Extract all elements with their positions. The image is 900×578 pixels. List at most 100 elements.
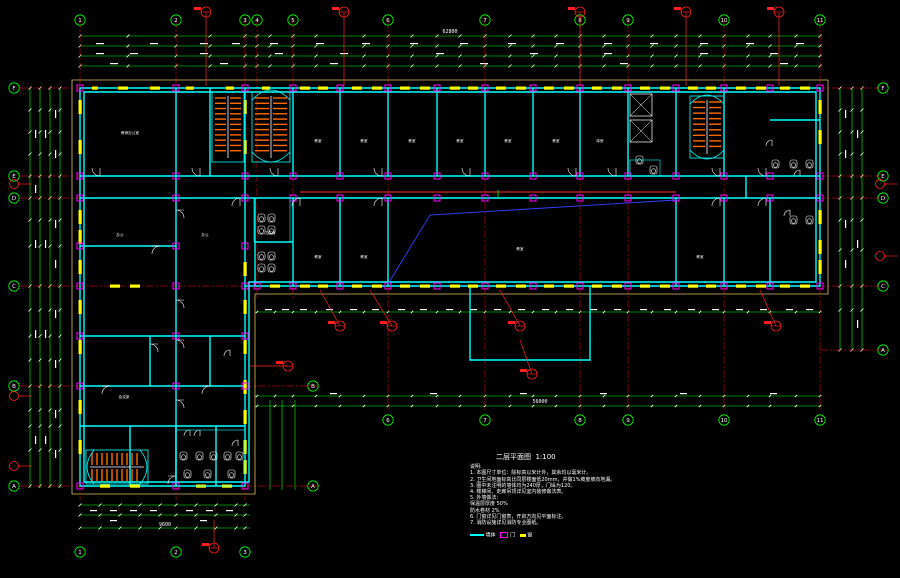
axis-bubble-right-F: F [877, 82, 889, 94]
callout-2 [499, 289, 526, 332]
walls [79, 87, 821, 487]
svg-text:6: 6 [386, 418, 390, 424]
axis-bubble-left-F: F [8, 82, 20, 94]
room-label: 会议室 [119, 394, 130, 399]
callout-5 [759, 289, 782, 332]
stair [251, 91, 291, 163]
room-label: 教室 [314, 138, 322, 143]
svg-text:C: C [12, 284, 16, 290]
svg-text:D: D [12, 196, 16, 202]
axis-bubble-left-B: B [8, 380, 20, 392]
axis-bubbles: 123456789101112367891011FEDCBAFEDCABA [8, 14, 889, 558]
callout-top-0 [194, 6, 212, 86]
axis-bubble-bottom-11: 11 [814, 414, 826, 426]
svg-text:7: 7 [483, 18, 487, 24]
columns [76, 84, 824, 490]
svg-text:2: 2 [174, 18, 178, 24]
svg-text:E: E [881, 174, 885, 180]
room-label: 办公 [201, 232, 209, 237]
axis-bubble-left-E: E [8, 170, 20, 182]
svg-text:9: 9 [626, 18, 630, 24]
room-label: 教室 [360, 254, 368, 259]
room-label: 教室 [504, 138, 512, 143]
room-label: 教室 [456, 138, 464, 143]
wing-dimension: 9600 [159, 522, 171, 528]
note-line: 6. 门窗详见门窗表，开启方向见平面标注。 [470, 513, 567, 520]
svg-text:F: F [881, 86, 884, 92]
axis-bubble-right-A: A [877, 344, 889, 356]
svg-text:6: 6 [386, 18, 390, 24]
axis-bubble-top-1: 1 [74, 14, 86, 26]
svg-text:C: C [881, 284, 885, 290]
svg-text:9: 9 [626, 418, 630, 424]
axis-bubble-top-5: 5 [287, 14, 299, 26]
axis-bubble-bottom-1: 1 [74, 546, 86, 558]
room-label: 教室 [314, 254, 322, 259]
room-label: 教室 [696, 254, 704, 259]
svg-text:A: A [881, 348, 885, 354]
axis-bubble-right-D: D [877, 192, 889, 204]
svg-text:10: 10 [721, 418, 728, 424]
callout-top-1 [332, 6, 350, 86]
notes-heading: 说明: [470, 464, 482, 471]
axis-bubble-top-11: 11 [814, 14, 826, 26]
overall-dimension-bottom: 56000 [532, 399, 547, 405]
doors [91, 139, 801, 485]
axis-bubble-top-2: 2 [170, 14, 182, 26]
toilet-fixtures [175, 155, 821, 487]
axis-bubble-bottom-3: 3 [239, 546, 251, 558]
note-line: 保温层厚度 50% [470, 501, 508, 508]
building-outline [71, 79, 829, 495]
general-notes: 二层平面图 1:100 说明: 1. 本图尺寸单位：除标高以米计外，其余均以毫米… [470, 454, 730, 539]
axis-bubble-right-C: C [877, 280, 889, 292]
svg-text:7: 7 [483, 418, 487, 424]
callout-markers [9, 6, 898, 554]
svg-text:B: B [311, 384, 315, 390]
axis-bubble-top-4: 4 [251, 14, 263, 26]
note-line: 2. 卫生间地面标高比同层楼面低20mm，并做1%坡度坡向地漏。 [470, 476, 616, 483]
note-line: 3. 图中未注明的墙体均为240厚，门垛为120。 [470, 482, 576, 489]
dimension-ticks [28, 34, 864, 530]
axis-bubble-inner-A: A [307, 480, 319, 492]
callout-top-3 [674, 6, 692, 86]
room-labels: 教师办公室办公办公教室教室教室教室教室教室库房教室教室教室教室卫生间会议室 [116, 130, 704, 399]
callout-side-1 [9, 391, 32, 401]
note-line: 7. 消防设施详见消防专业图纸。 [470, 520, 542, 527]
callout-6 [202, 520, 220, 554]
elevator-shaft [629, 93, 653, 117]
svg-text:2: 2 [174, 550, 178, 556]
room-label: 办公 [116, 232, 124, 237]
stairs [85, 89, 725, 485]
axis-bubble-right-E: E [877, 170, 889, 182]
legend-window: 窗 [527, 532, 533, 539]
svg-text:F: F [12, 86, 15, 92]
stair [689, 95, 725, 159]
svg-text:8: 8 [578, 418, 582, 424]
legend-door: 门 [509, 532, 515, 539]
svg-text:10: 10 [721, 18, 728, 24]
svg-text:E: E [12, 174, 16, 180]
note-line: 5. 外墙做法： [470, 495, 502, 502]
svg-text:5: 5 [291, 18, 295, 24]
axis-bubble-top-6: 6 [382, 14, 394, 26]
axis-bubble-bottom-7: 7 [479, 414, 491, 426]
legend: 墙体 门 窗 [470, 532, 730, 539]
svg-text:3: 3 [243, 550, 247, 556]
room-label: 教室 [360, 138, 368, 143]
note-line: 4. 楼梯间、走廊吊顶详见室内装修做法表。 [470, 489, 567, 496]
room-label: 教室 [552, 138, 560, 143]
room-label: 教师办公室 [121, 130, 139, 135]
svg-text:11: 11 [817, 18, 824, 24]
callout-0 [319, 289, 346, 332]
room-label: 卫生间 [265, 230, 276, 235]
axis-bubble-top-10: 10 [718, 14, 730, 26]
svg-text:4: 4 [255, 18, 259, 24]
callout-side-3 [875, 179, 898, 189]
axis-bubble-bottom-2: 2 [170, 546, 182, 558]
axis-bubble-top-9: 9 [622, 14, 634, 26]
axis-bubble-bottom-10: 10 [718, 414, 730, 426]
callout-top-2 [568, 6, 586, 86]
room-label: 教室 [408, 138, 416, 143]
svg-text:A: A [12, 484, 16, 490]
